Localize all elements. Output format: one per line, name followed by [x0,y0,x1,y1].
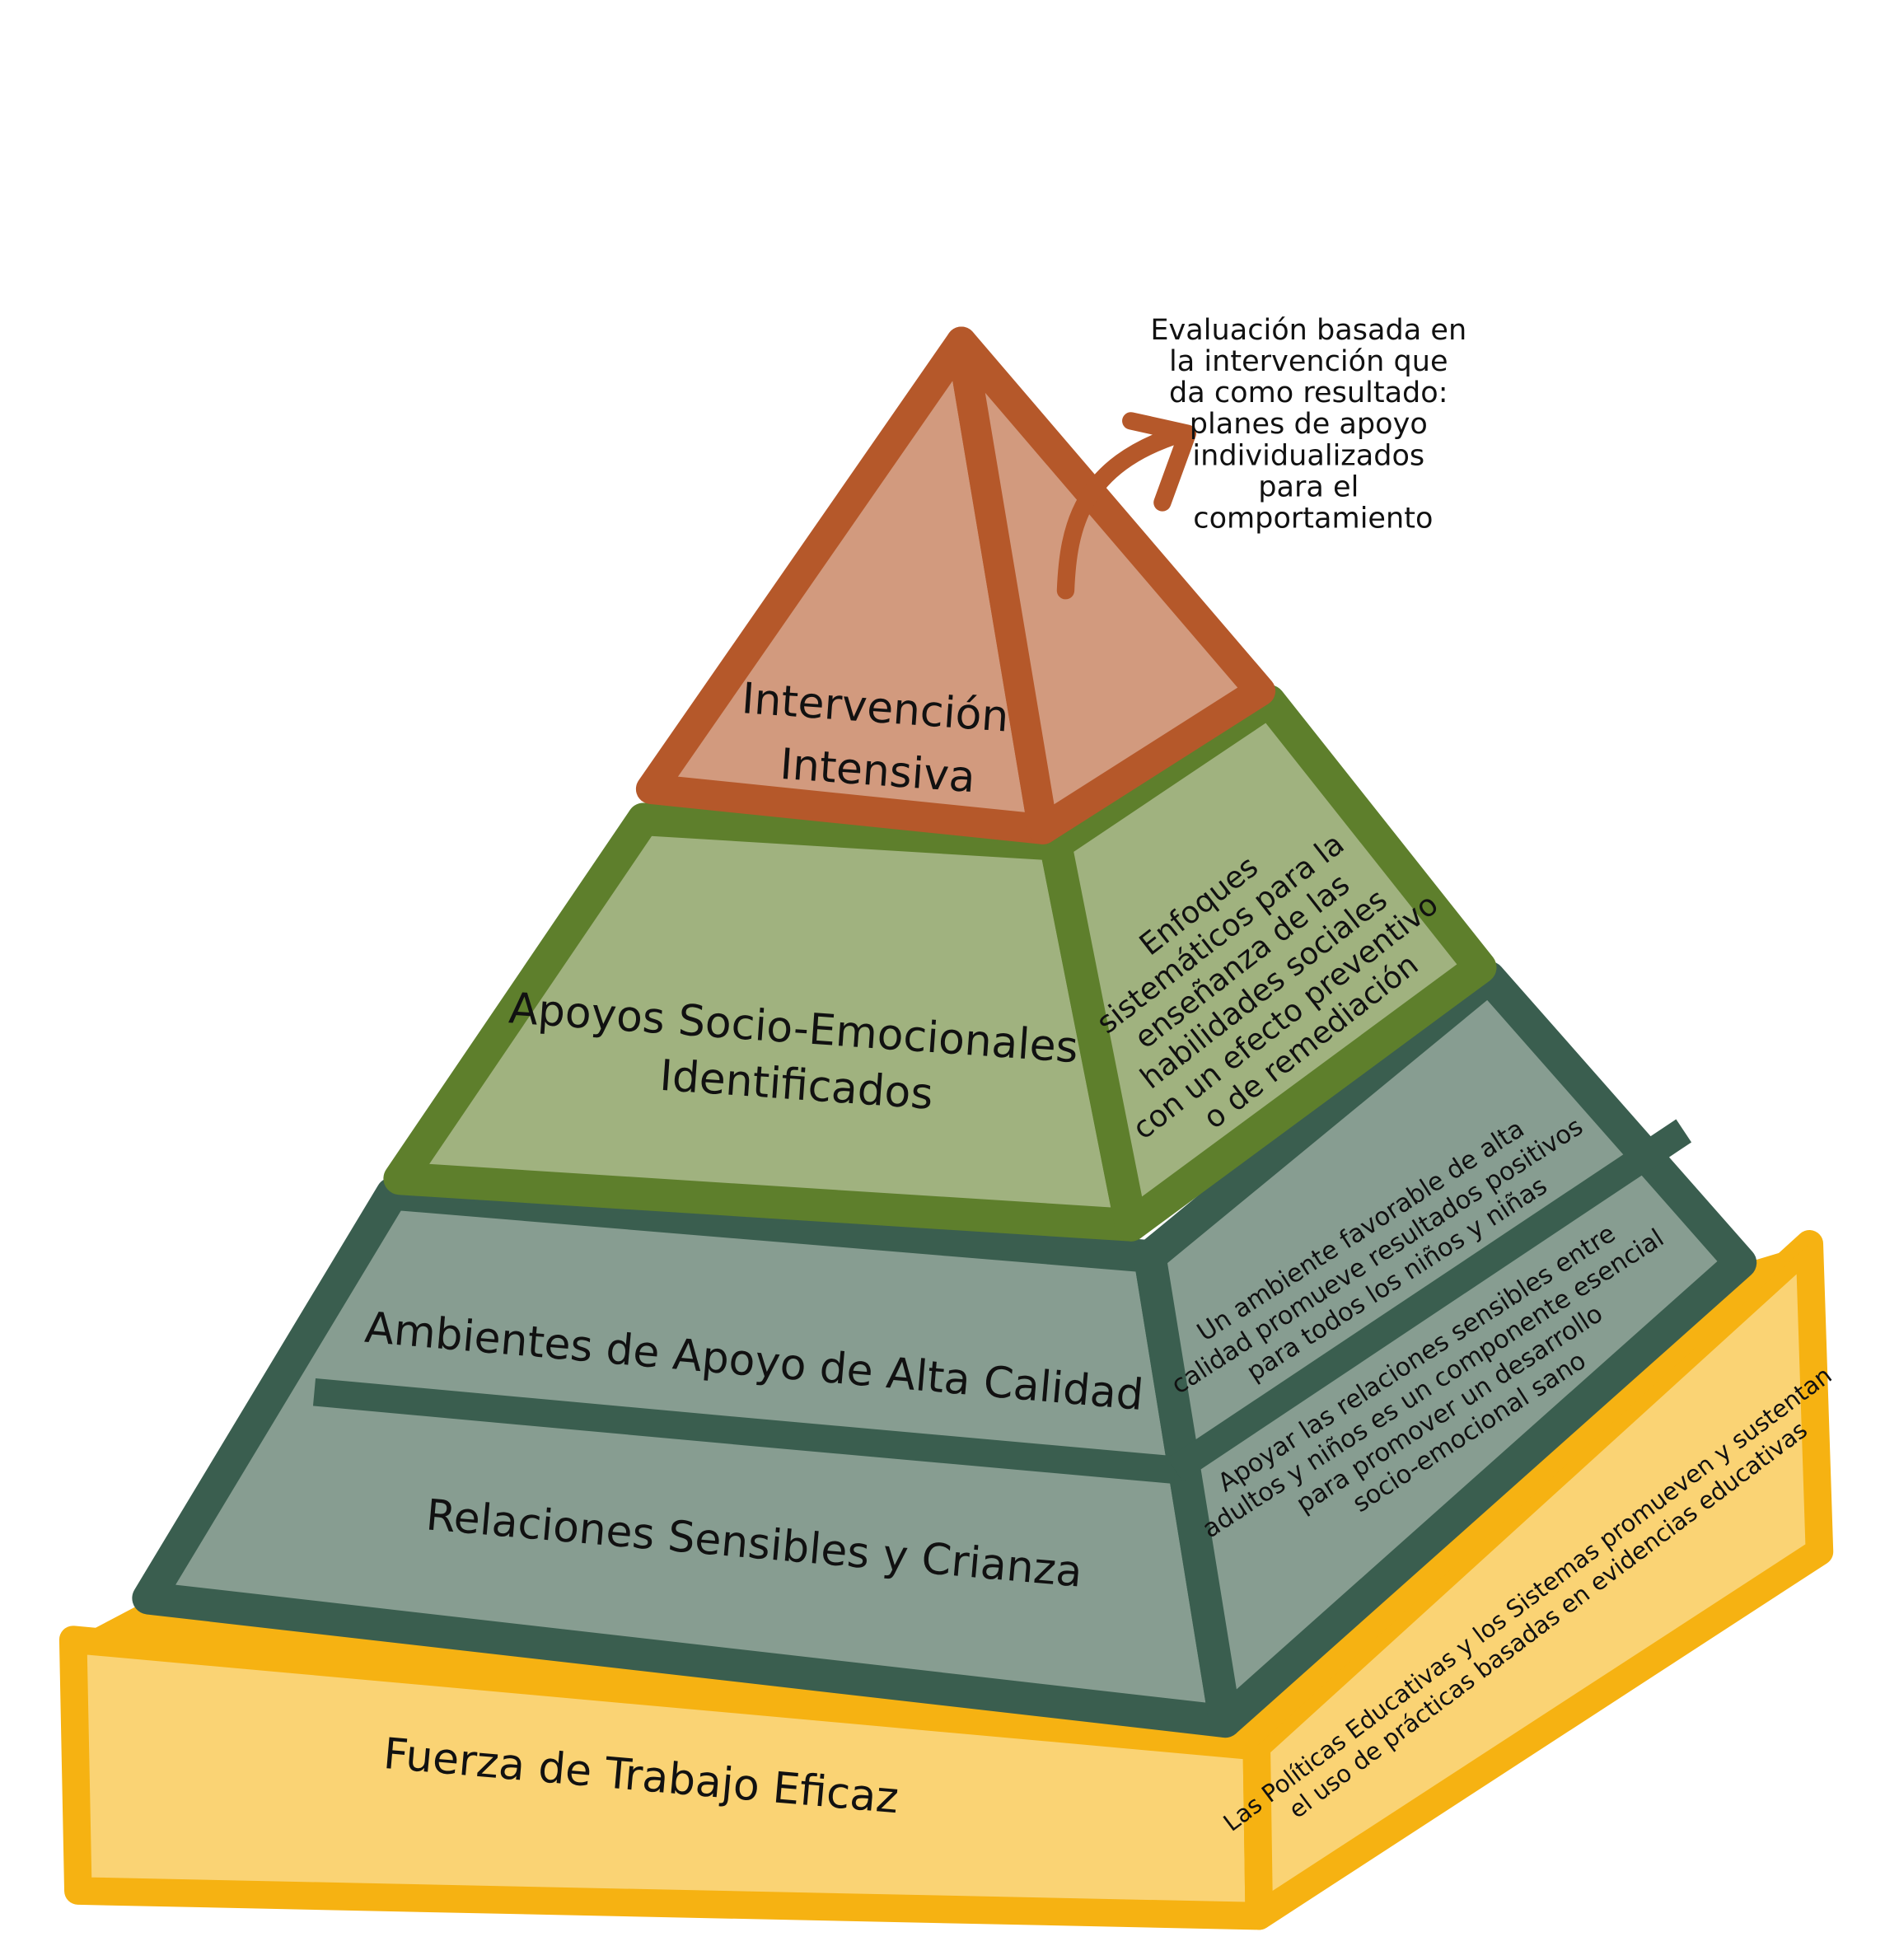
foundation-divider-front [312,1378,1176,1484]
arrow-icon [1056,412,1197,600]
intensive-tier [635,326,1276,844]
base-tier [58,1229,1834,1930]
targeted-right-face [1039,685,1497,1242]
foundation-divider-right [1167,1119,1692,1482]
base-right-face [1242,1229,1834,1930]
intensive-right-face [946,326,1276,844]
foundation-tier [132,961,1757,1738]
targeted-side-text: Enfoques sistemáticos para la enseñanza … [1039,769,1474,1174]
base-top-rim [72,1243,1810,1747]
annotation-text: Evaluación basada en la intervención que… [1150,313,1476,536]
targeted-tier [383,685,1497,1242]
foundation-right-face [1133,961,1757,1738]
